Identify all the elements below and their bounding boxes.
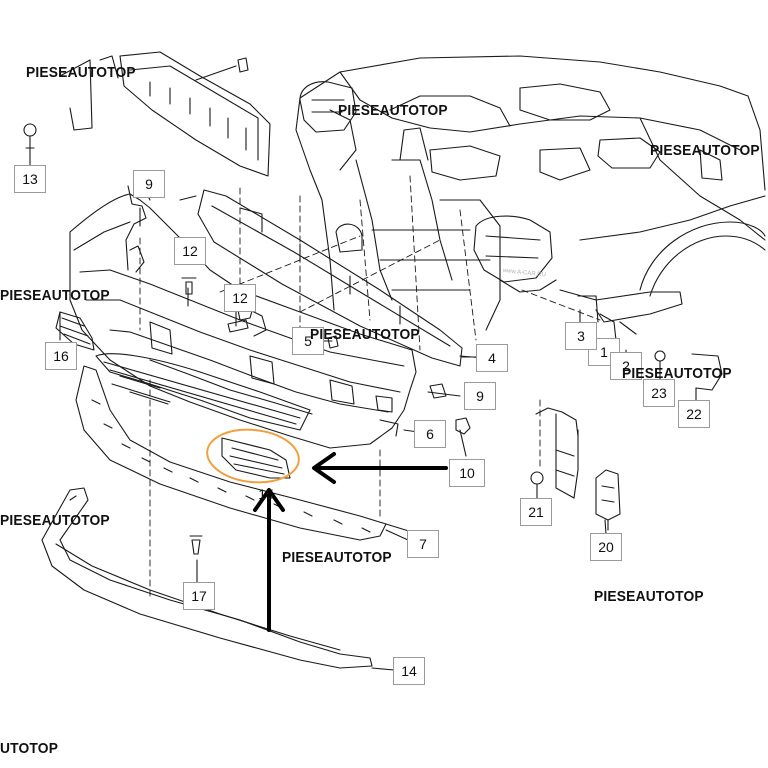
watermark-text: PIESEAUTOTOP [282, 549, 392, 566]
watermark-text: UTOTOP [0, 740, 59, 757]
watermark-text: PIESEAUTOTOP [0, 287, 110, 304]
callout-part-23: 23 [643, 379, 675, 407]
callout-part-7: 7 [407, 530, 439, 558]
horizontal-arrow-head [312, 452, 336, 484]
callout-part-14: 14 [393, 657, 425, 685]
callout-part-15: 15 [258, 486, 274, 502]
watermark-text: PIESEAUTOTOP [310, 326, 420, 343]
callout-part-22: 22 [678, 400, 710, 428]
vertical-arrow-head [253, 488, 285, 512]
watermark-text: PIESEAUTOTOP [0, 512, 110, 529]
watermark-text: PIESEAUTOTOP [622, 365, 732, 382]
callout-part-9-upper: 9 [133, 170, 165, 198]
callout-part-13: 13 [14, 165, 46, 193]
callout-part-4: 4 [476, 344, 508, 372]
callout-part-5: 5 [292, 327, 324, 355]
watermark-text: PIESEAUTOTOP [338, 102, 448, 119]
callout-part-6: 6 [414, 420, 446, 448]
fasteners [181, 277, 471, 555]
highlight-ellipse [206, 428, 300, 484]
callout-part-12-right: 12 [224, 284, 256, 312]
watermark-text: PIESEAUTOTOP [26, 64, 136, 81]
callout-part-12-left: 12 [174, 237, 206, 265]
watermark-text: PIESEAUTOTOP [594, 588, 704, 605]
car-body-frame [295, 55, 766, 331]
callout-part-2: 2 [610, 352, 642, 380]
bumper-grille [55, 311, 311, 479]
upper-crossmember [23, 51, 271, 177]
callout-part-3: 3 [565, 322, 597, 350]
callout-part-16: 16 [45, 342, 77, 370]
callout-part-21: 21 [520, 498, 552, 526]
callout-part-20: 20 [590, 533, 622, 561]
side-brackets [530, 289, 723, 531]
lower-spoiler [75, 365, 413, 541]
callout-part-10: 10 [449, 459, 485, 487]
pointer-arrows [253, 452, 448, 632]
callout-part-9-lower: 9 [464, 382, 496, 410]
assembly-lines [139, 175, 601, 601]
callout-part-17: 17 [183, 582, 215, 610]
watermark-text: PIESEAUTOTOP [650, 142, 760, 159]
